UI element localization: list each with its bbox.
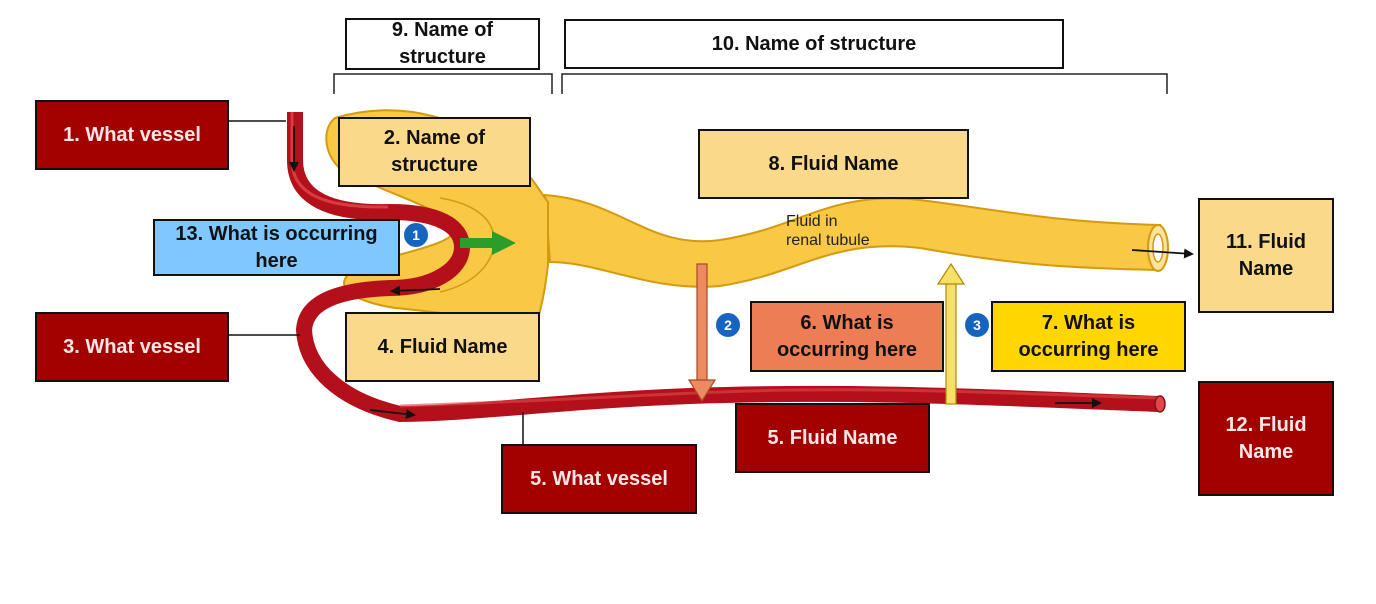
label-3-what-vessel[interactable]: 3. What vessel [35,312,229,382]
filtration-arrow [460,231,516,255]
label-10-name-of-structure[interactable]: 10. Name of structure [564,19,1064,69]
reabsorption-arrow [936,262,966,405]
leader-lines [228,120,524,444]
label-13-what-is-occurring-here[interactable]: 13. What is occurring here [153,219,400,276]
label-5-fluid-name[interactable]: 5. Fluid Name [735,403,930,473]
label-8-fluid-name[interactable]: 8. Fluid Name [698,129,969,199]
step-badge-3: 3 [965,313,989,337]
secretion-arrow [687,263,717,403]
tubule-annotation: Fluid in renal tubule [786,212,870,250]
blood-vessels [287,112,1166,423]
label-12-fluid-name[interactable]: 12. Fluid Name [1198,381,1334,496]
flow-arrows [289,126,1194,420]
bracket-9 [333,73,553,94]
label-6-what-is-occurring-here[interactable]: 6. What is occurring here [750,301,944,372]
label-7-what-is-occurring-here[interactable]: 7. What is occurring here [991,301,1186,372]
label-11-fluid-name[interactable]: 11. Fluid Name [1198,198,1334,313]
label-2-name-of-structure[interactable]: 2. Name of structure [338,117,531,187]
label-9-name-of-structure[interactable]: 9. Name of structure [345,18,540,70]
step-badge-1: 1 [404,223,428,247]
tubule-annotation-line-1: Fluid in [786,213,838,230]
bracket-10 [561,73,1168,94]
step-badge-2: 2 [716,313,740,337]
label-4-fluid-name[interactable]: 4. Fluid Name [345,312,540,382]
label-1-what-vessel[interactable]: 1. What vessel [35,100,229,170]
label-5-what-vessel[interactable]: 5. What vessel [501,444,697,514]
tubule-annotation-line-2: renal tubule [786,232,870,249]
